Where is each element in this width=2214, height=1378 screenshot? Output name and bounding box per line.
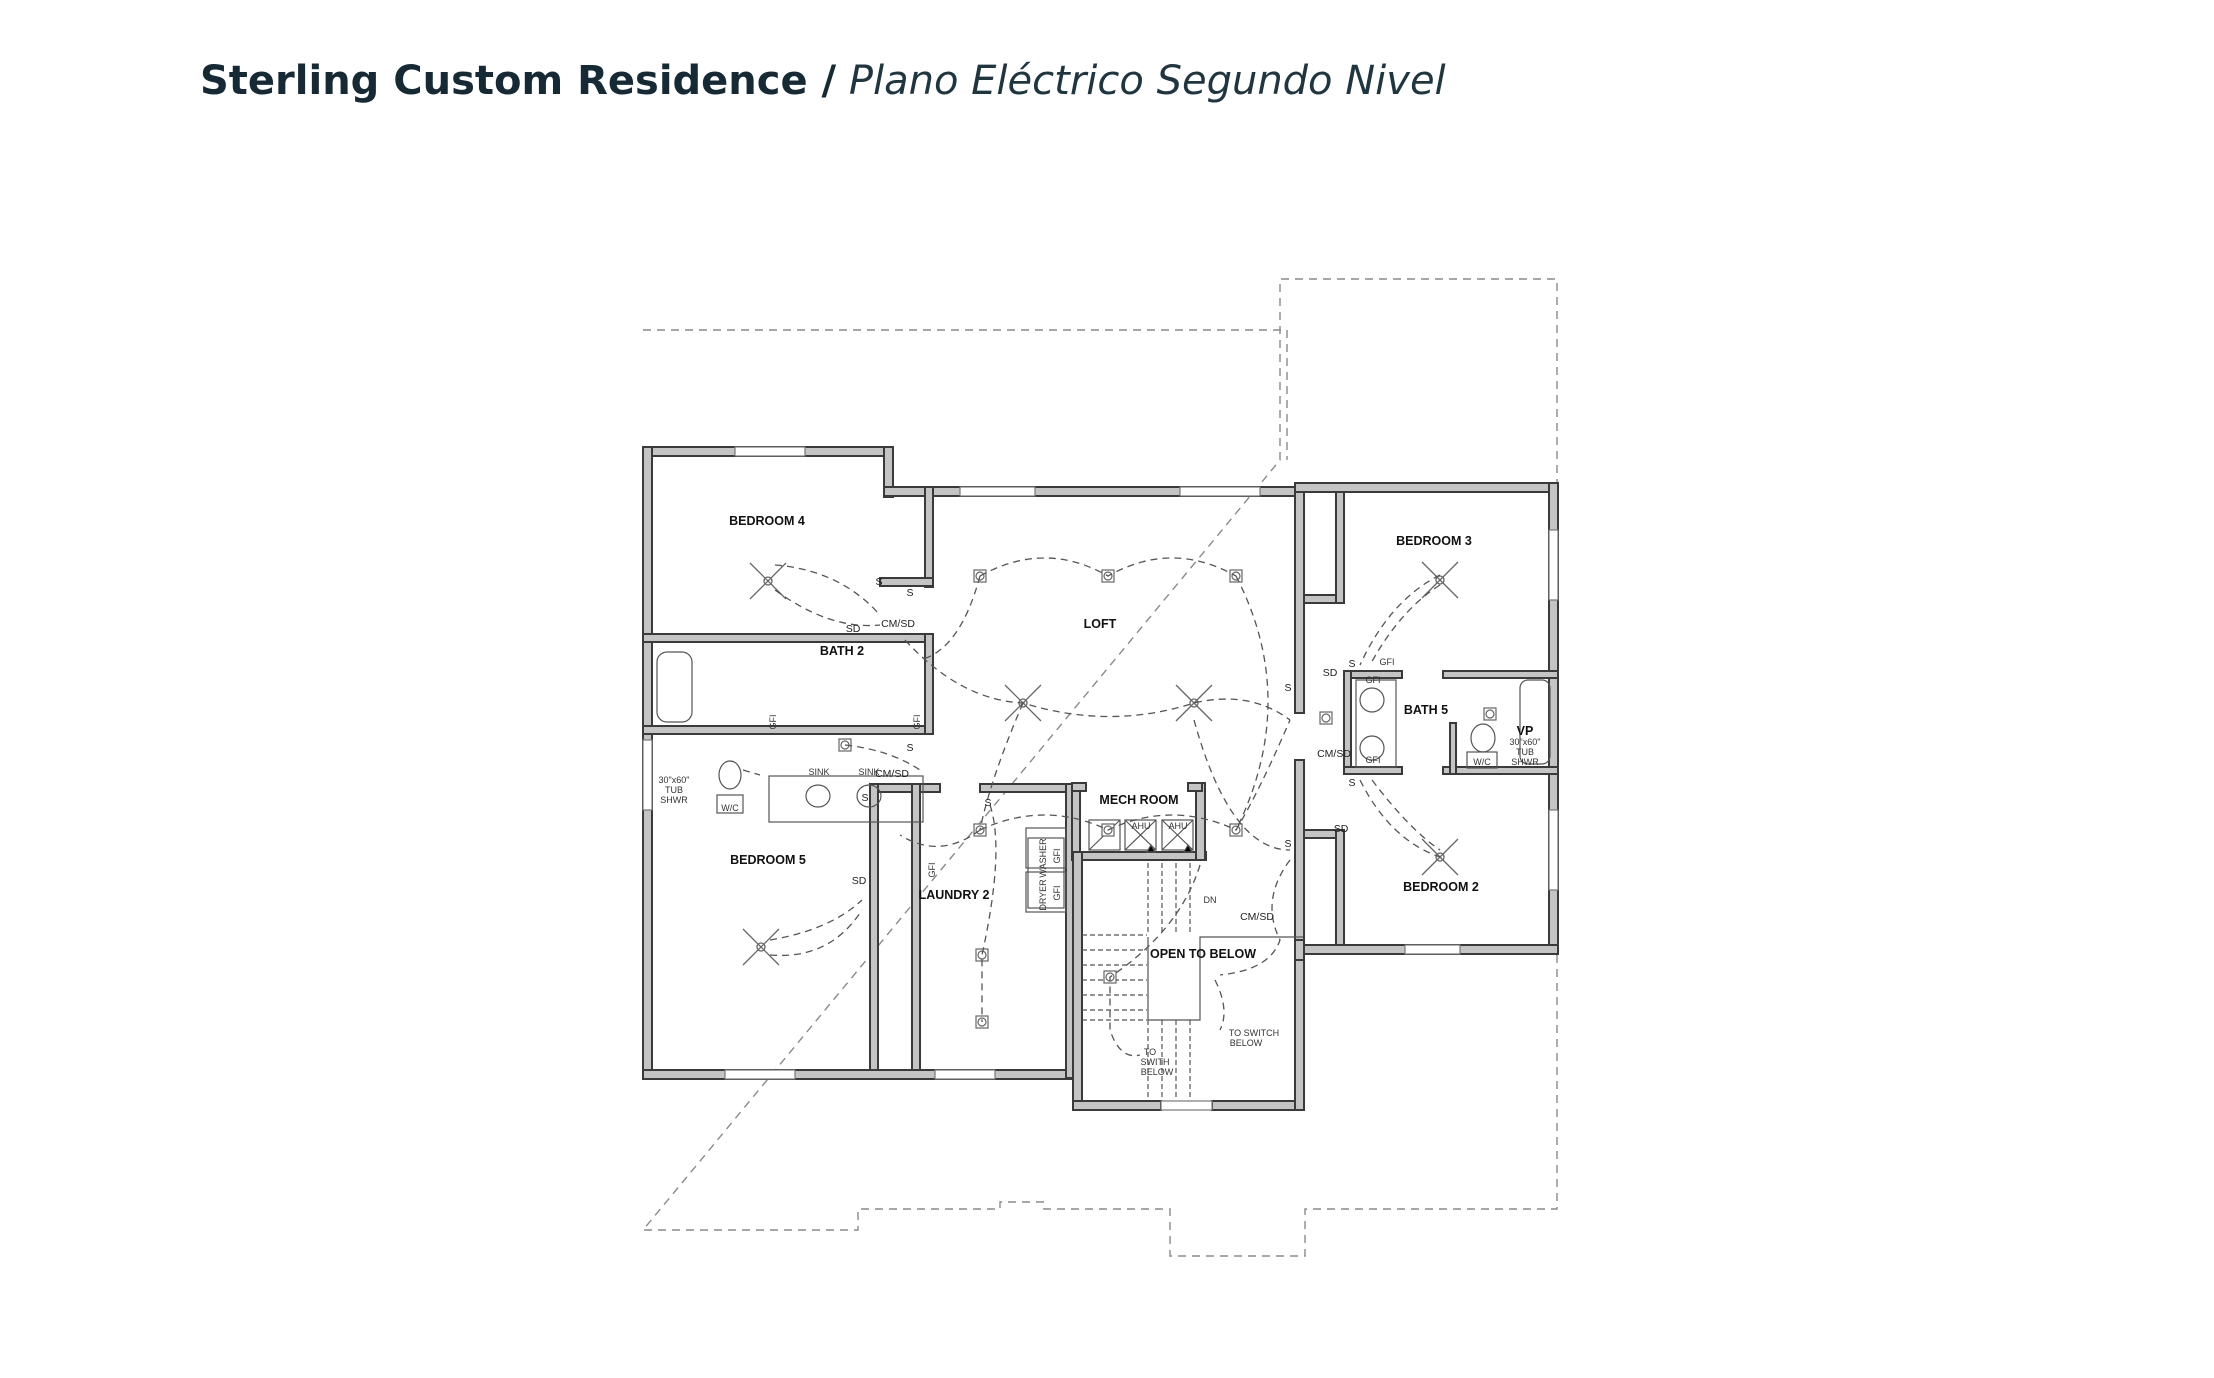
walls xyxy=(642,446,1559,1111)
room-label-bedroom-2: BEDROOM 2 xyxy=(1403,880,1479,894)
smoke-detector-label: SD xyxy=(852,875,867,887)
gfi-label: GFI xyxy=(1366,675,1381,685)
room-label-bedroom-4: BEDROOM 4 xyxy=(729,514,805,528)
washer-label: WASHER xyxy=(1038,838,1048,878)
stair-down-label: DN xyxy=(1204,895,1217,905)
room-label-bath-5: BATH 5 xyxy=(1404,703,1448,717)
wc-label: W/C xyxy=(1473,757,1491,767)
tub-label: TUB xyxy=(1516,747,1534,757)
ahu-label: AHU xyxy=(1168,821,1187,831)
switch-label: S xyxy=(1348,777,1355,789)
gfi-label: GFI xyxy=(912,715,922,730)
to-switch-below-label: BELOW xyxy=(1230,1038,1263,1048)
room-label-laundry-2: LAUNDRY 2 xyxy=(919,888,990,902)
fan-icon xyxy=(742,928,780,966)
gfi-label: GFI xyxy=(1052,849,1062,864)
gfi-label: GFI xyxy=(768,715,778,730)
switch-label: S xyxy=(984,797,991,809)
gfi-label: GFI xyxy=(1366,755,1381,765)
room-label-bath-2: BATH 2 xyxy=(820,644,864,658)
switch-label: S xyxy=(1284,682,1291,694)
to-switch-below-label: TO SWITCH xyxy=(1229,1028,1279,1038)
switch-label: S xyxy=(875,576,882,588)
fixtures xyxy=(656,651,1551,913)
switch-label: S xyxy=(906,742,913,754)
to-swith-below-label: TO xyxy=(1144,1047,1156,1057)
tub-label: TUB xyxy=(665,785,683,795)
room-label-open-to-below: OPEN TO BELOW xyxy=(1150,947,1256,961)
tub-size-label: 30"x60" xyxy=(1510,737,1541,747)
room-label-bedroom-3: BEDROOM 3 xyxy=(1396,534,1472,548)
stairs xyxy=(1082,863,1303,1100)
wc-label: W/C xyxy=(721,803,739,813)
room-label-bedroom-5: BEDROOM 5 xyxy=(730,853,806,867)
smoke-detector-label: SD xyxy=(1334,823,1349,835)
gfi-label: GFI xyxy=(927,863,937,878)
switch-label: S xyxy=(1284,838,1291,850)
smoke-detector-label: SD xyxy=(846,623,861,635)
shower-label: SHWR xyxy=(660,795,688,805)
to-swith-below-label: BELOW xyxy=(1141,1067,1174,1077)
project-name: Sterling Custom Residence / xyxy=(200,58,837,104)
fan-icon xyxy=(1175,684,1213,722)
vent-label: VP xyxy=(1517,724,1534,738)
shower-label: SHWR xyxy=(1511,757,1539,767)
sink-label: SINK xyxy=(858,767,879,777)
to-swith-below-label: SWITH xyxy=(1141,1057,1170,1067)
room-label-loft: LOFT xyxy=(1084,617,1117,631)
mech-equipment xyxy=(1088,819,1194,853)
room-label-mech-room: MECH ROOM xyxy=(1099,793,1178,807)
plan-subtitle: Plano Eléctrico Segundo Nivel xyxy=(848,58,1446,104)
wiring xyxy=(742,557,1441,1057)
switch-label: S xyxy=(861,792,868,804)
switch-label: S xyxy=(1348,658,1355,670)
cm-sd-label: CM/SD xyxy=(881,618,915,630)
cm-sd-label: CM/SD xyxy=(1317,748,1351,760)
tub-size-label: 30"x60" xyxy=(659,775,690,785)
smoke-detector-label: SD xyxy=(1323,667,1338,679)
ceiling-fans xyxy=(742,561,1459,966)
roof-outline xyxy=(641,278,1558,1257)
ahu-label: AHU xyxy=(1131,821,1150,831)
dryer-label: DRYER xyxy=(1038,879,1048,911)
gfi-label: GFI xyxy=(1052,886,1062,901)
sink-label: SINK xyxy=(808,767,829,777)
page-title: Sterling Custom Residence / Plano Eléctr… xyxy=(200,58,1446,104)
cm-sd-label: CM/SD xyxy=(1240,911,1274,923)
fan-icon xyxy=(1421,561,1459,599)
cm-sd-label: CM/SD xyxy=(875,768,909,780)
gfi-label: GFI xyxy=(1380,657,1395,667)
switch-label: S xyxy=(906,587,913,599)
windows xyxy=(642,446,1559,1111)
annotations: SD CM/SD SD CM/SD CM/SD CM/SD SD SD SINK… xyxy=(659,576,1541,1077)
